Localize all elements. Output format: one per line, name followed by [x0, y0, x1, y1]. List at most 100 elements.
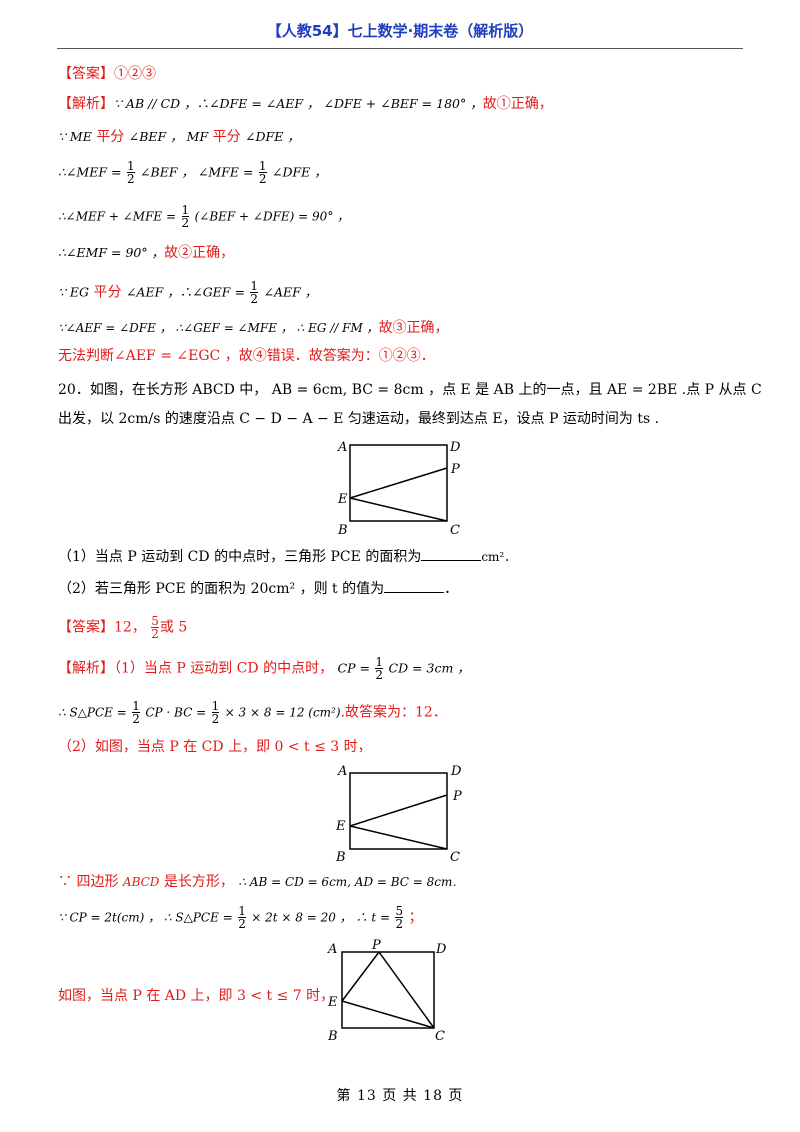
- answer-value: 12，: [114, 619, 146, 636]
- numerator: 1: [238, 904, 246, 918]
- q19-analysis-line-1: 【解析】∵ AB // CD ，∴∠DFE = ∠AEF ， ∠DFE + ∠B…: [58, 94, 553, 114]
- numerator: 1: [250, 279, 259, 293]
- q19-analysis-line-5: ∴∠EMF = 90° ，故②正确，: [58, 243, 234, 263]
- numerator: 1: [181, 203, 190, 217]
- denominator: 2: [151, 627, 159, 641]
- label-d: D: [449, 440, 461, 455]
- denominator: 2: [258, 172, 267, 186]
- label-c: C: [450, 850, 460, 865]
- numerator: 5: [395, 904, 404, 918]
- text: 是长方形，: [163, 874, 234, 890]
- math-expr: ∴ AB = CD = 6cm, AD = BC = 8cm: [238, 875, 453, 889]
- denominator: 2: [211, 712, 220, 726]
- unit: cm²．: [481, 550, 517, 564]
- q20-analysis-line-3: （2）如图，当点 P 在 CD 上，即 0 < t ≤ 3 时，: [58, 739, 372, 755]
- page-footer: 第 13 页 共 18 页: [336, 1088, 464, 1104]
- math-expr: ∵ CP = 2t(cm) ， ∴ S△PCE =: [58, 910, 233, 925]
- math-expr: ∴∠MEF =: [58, 164, 122, 180]
- label-e: E: [335, 819, 346, 834]
- label-b: B: [327, 1029, 338, 1044]
- punct: .: [452, 874, 457, 890]
- denominator: 2: [375, 668, 384, 682]
- text: 平分: [96, 129, 125, 145]
- text: 平分: [93, 284, 122, 301]
- math-expr: CP =: [337, 660, 370, 676]
- numerator: 1: [375, 655, 384, 669]
- answer-blank: [384, 580, 445, 593]
- numerator: 1: [132, 699, 140, 713]
- math-expr: ∵ EG: [58, 284, 90, 300]
- label-a: A: [337, 764, 347, 779]
- figure-rectangle-1: A D P E B C: [330, 435, 480, 543]
- question-text: （1）当点 P 运动到 CD 的中点时，三角形 PCE 的面积为: [58, 549, 422, 565]
- denominator: 2: [181, 216, 190, 230]
- label-e: E: [337, 492, 348, 507]
- figure-rectangle-3: A P D E B C: [322, 936, 472, 1050]
- punct: ．: [444, 581, 459, 597]
- answer-blank: [421, 548, 482, 561]
- answer-value: 或 5: [159, 619, 188, 636]
- q19-answer: 【答案】①②③: [58, 64, 156, 84]
- text: 平分: [212, 129, 241, 145]
- numerator: 1: [126, 159, 135, 173]
- q20-analysis-line-4: ∵ 四边形 ABCD 是长方形， ∴ AB = CD = 6cm, AD = B…: [58, 872, 457, 892]
- math-expr: ∠AEF ，: [263, 284, 318, 300]
- q19-analysis-line-8: 无法判断∠AEF = ∠EGC ，故④错误．故答案为：①②③．: [58, 348, 435, 364]
- conclusion: 故②正确，: [164, 245, 235, 261]
- label-p: P: [452, 789, 462, 804]
- math-expr: × 3 × 8 = 12 (cm²): [224, 705, 341, 720]
- math-expr: ∵∠AEF = ∠DFE ， ∴∠GEF = ∠MFE ， ∴ EG // FM…: [58, 321, 379, 335]
- denominator: 2: [238, 917, 246, 931]
- math-expr: ∠BEF ， ∠MFE =: [140, 164, 254, 180]
- q19-analysis-line-7: ∵∠AEF = ∠DFE ， ∴∠GEF = ∠MFE ， ∴ EG // FM…: [58, 318, 449, 338]
- label-c: C: [450, 523, 460, 538]
- q20-stem-line-1: 20．如图，在长方形 ABCD 中， AB = 6cm, BC = 8cm ，点…: [58, 382, 762, 398]
- label-e: E: [327, 995, 338, 1010]
- label-a: A: [327, 942, 337, 957]
- math-expr: ABCD: [122, 875, 160, 889]
- text: （1）当点 P 运动到 CD 的中点时，: [114, 660, 334, 677]
- q20-stem-line-2: 出发，以 2cm/s 的速度沿点 C − D − A − E 匀速运动，最终到达…: [58, 411, 660, 427]
- answer-label: 【答案】: [58, 619, 114, 636]
- header-rule: [57, 48, 743, 49]
- label-p: P: [371, 938, 381, 953]
- math-expr: CD = 3cm ，: [388, 660, 470, 676]
- label-c: C: [435, 1029, 445, 1044]
- math-expr: ∠AEF ，∴∠GEF =: [125, 284, 245, 300]
- denominator: 2: [126, 172, 135, 186]
- denominator: 2: [250, 292, 259, 306]
- q20-analysis-line-6: 如图，当点 P 在 AD 上，即 3 < t ≤ 7 时，: [58, 988, 335, 1004]
- label-a: A: [337, 440, 347, 455]
- math-expr: ∴ S△PCE =: [58, 705, 127, 720]
- math-expr: ∠DFE ，: [245, 129, 300, 144]
- q20-sub-1: （1）当点 P 运动到 CD 的中点时，三角形 PCE 的面积为 cm²．: [58, 547, 516, 567]
- math-expr: (∠BEF + ∠DFE) = 90° ，: [194, 209, 350, 224]
- q20-sub-2: （2）若三角形 PCE 的面积为 20cm² ，则 t 的值为．: [58, 579, 458, 599]
- math-expr: ∠BEF ， MF: [128, 129, 209, 144]
- math-expr: ∴∠EMF = 90° ，: [58, 245, 165, 260]
- math-expr: ∠DFE ，: [272, 164, 327, 180]
- answer-value: ①②③: [114, 66, 156, 82]
- math-expr: × 2t × 8 = 20 ， ∴ t =: [251, 910, 391, 925]
- page-header: 【人教54】七上数学·期末卷（解析版）: [266, 22, 534, 40]
- label-d: D: [450, 764, 462, 779]
- q19-analysis-line-2: ∵ ME 平分 ∠BEF ， MF 平分 ∠DFE ，: [58, 127, 300, 147]
- conclusion: 故③正确，: [378, 320, 449, 336]
- numerator: 5: [151, 614, 159, 628]
